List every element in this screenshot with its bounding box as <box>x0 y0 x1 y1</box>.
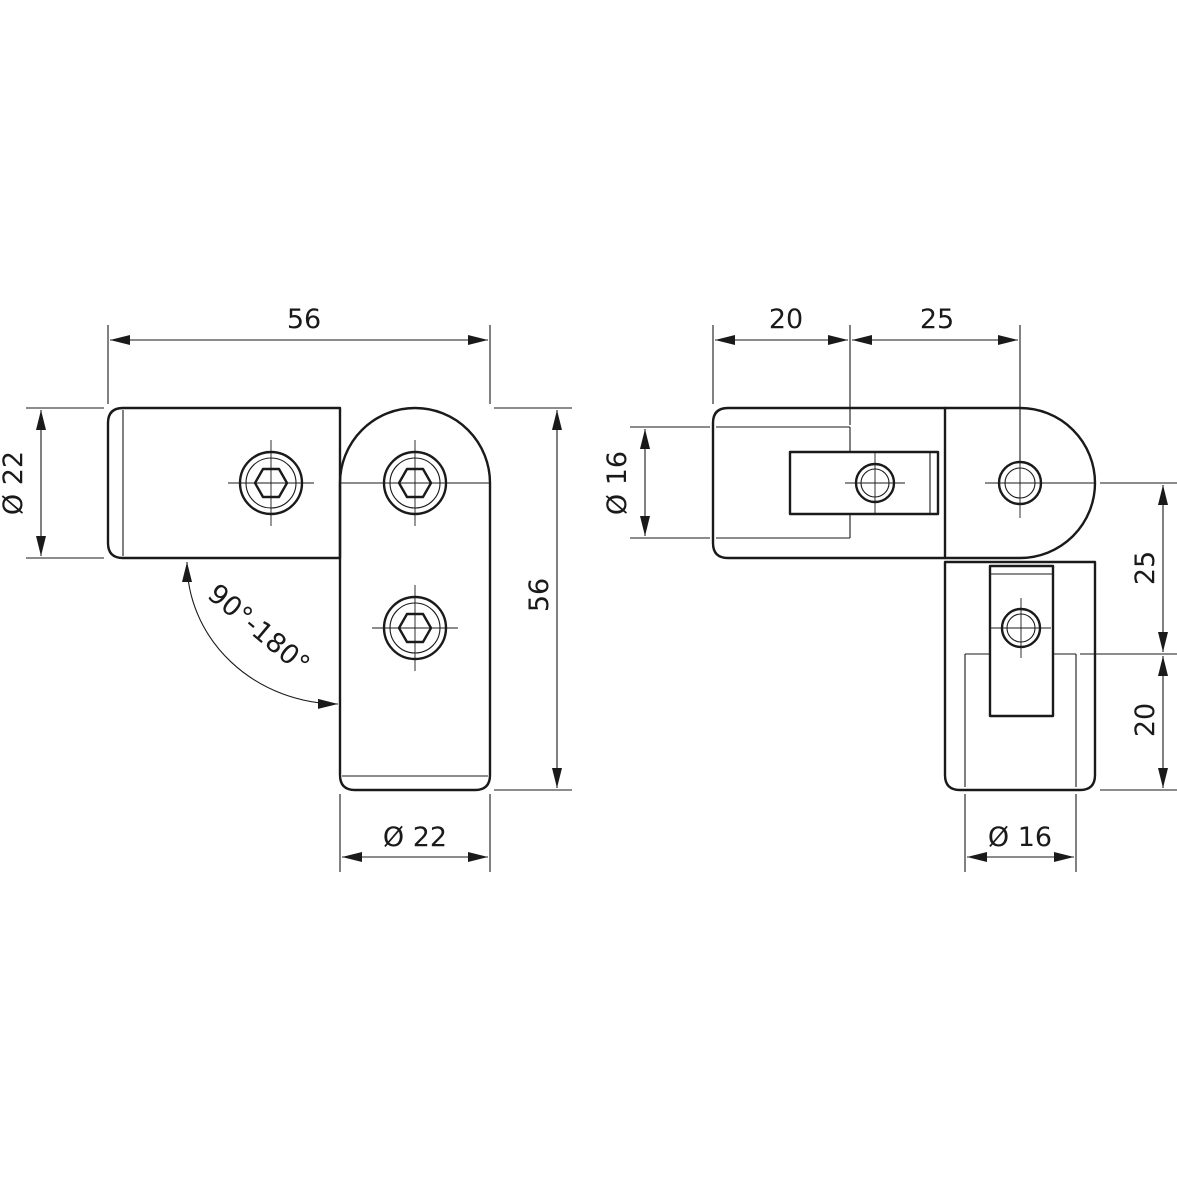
dimension-label: Ø 16 <box>602 451 633 515</box>
left-horizontal-arm <box>106 406 342 560</box>
dimension-label: 25 <box>920 304 954 335</box>
left-view: 56 Ø 22 56 Ø 22 90°-180° <box>0 304 572 872</box>
dimension-insert-length-top: 20 <box>712 304 851 425</box>
right-vertical-insert <box>943 560 1097 792</box>
dimension-label: Ø 22 <box>383 822 447 853</box>
dimension-tube-diameter-horizontal: Ø 22 <box>0 407 104 559</box>
dimension-overall-width: 56 <box>107 304 491 404</box>
dimension-label: Ø 22 <box>0 451 29 515</box>
dimension-offset-side: 25 <box>1100 482 1177 652</box>
dimension-tube-diameter-vertical: Ø 22 <box>339 794 491 872</box>
right-hinge-block <box>943 406 1097 560</box>
dimension-label: 25 <box>1130 551 1161 585</box>
dimension-insert-diameter-vertical: Ø 16 <box>964 794 1077 872</box>
dimension-label: 20 <box>769 304 803 335</box>
socket-screw-icon <box>372 440 458 526</box>
dimension-label: 56 <box>524 578 555 612</box>
dimension-label: 56 <box>287 304 321 335</box>
dimension-label: Ø 16 <box>988 822 1052 853</box>
dimension-label: 20 <box>1130 703 1161 737</box>
angle-range-indicator: 90°-180° <box>182 561 339 709</box>
hinge-screw-icon <box>985 448 1095 518</box>
socket-screw-icon <box>372 585 458 671</box>
dimension-insert-length-side: 20 <box>1080 653 1177 791</box>
right-horizontal-insert <box>711 406 947 560</box>
dimension-insert-diameter-horizontal: Ø 16 <box>602 426 710 539</box>
socket-screw-icon <box>228 440 314 526</box>
right-view: 20 25 Ø 16 25 20 <box>602 304 1177 872</box>
angle-label: 90°-180° <box>202 578 316 681</box>
dimension-overall-height: 56 <box>494 407 572 791</box>
dimension-offset-top: 25 <box>852 304 1021 462</box>
left-vertical-arm <box>338 406 492 792</box>
